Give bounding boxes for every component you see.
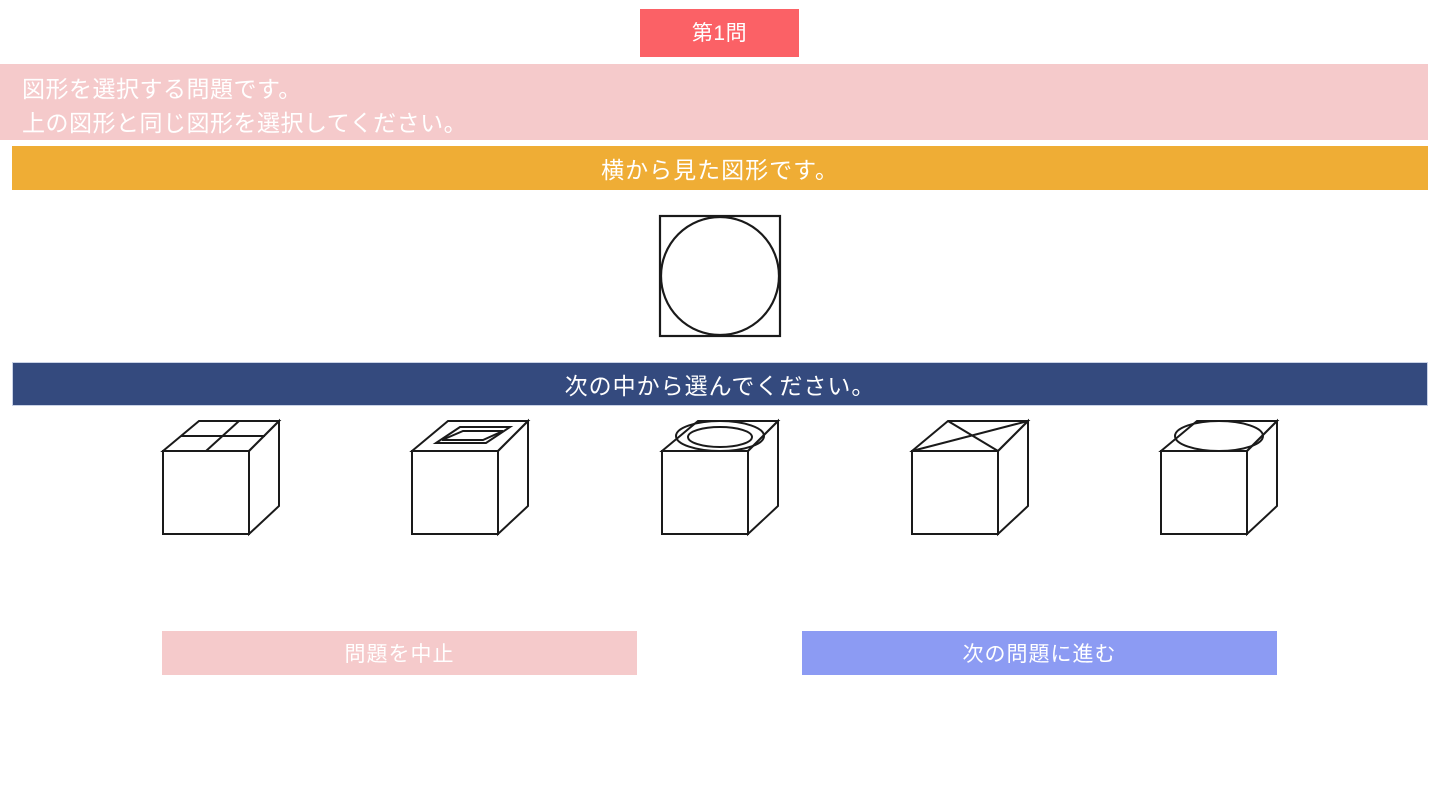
cube-top-cross-split-icon[interactable] (159, 415, 283, 539)
cube-top-diagonal-cross-icon[interactable] (908, 415, 1032, 539)
square-with-inscribed-circle-figure (658, 214, 782, 338)
cube-top-rectangle-inset-icon[interactable] (408, 415, 532, 539)
cube-front-face (411, 450, 500, 535)
cube-top-face (409, 420, 531, 452)
cube-front-face (161, 450, 250, 535)
choice-options-row (0, 415, 1440, 575)
inscribed-circle-shape (659, 215, 781, 337)
cube-top-ellipse-inner (686, 426, 753, 448)
cube-front-face (1160, 450, 1249, 535)
question-number-badge: 第1問 (640, 9, 799, 57)
choices-banner-label: 次の中から選んでください。 (564, 373, 876, 399)
cube-top-diagonal-2 (947, 420, 999, 452)
cube-right-face (746, 418, 779, 537)
choice-option-1[interactable] (136, 415, 306, 565)
cube-top-cross-vertical (205, 420, 240, 452)
cube-front-face (660, 450, 749, 535)
cube-top-rect-inner (441, 430, 504, 441)
action-button-row: 問題を中止 次の問題に進む (0, 631, 1440, 675)
instruction-line-2: 上の図形と同じ図形を選択してください。 (22, 110, 468, 136)
choice-option-4[interactable] (885, 415, 1055, 565)
instruction-banner: 図形を選択する問題です。 上の図形と同じ図形を選択してください。 (0, 64, 1428, 140)
cube-top-ellipse (1174, 420, 1265, 452)
choice-option-3[interactable] (635, 415, 805, 565)
choice-option-5[interactable] (1134, 415, 1304, 565)
cube-front-face (910, 450, 999, 535)
next-question-button[interactable]: 次の問題に進む (802, 631, 1277, 675)
instruction-line-1: 図形を選択する問題です。 (22, 76, 302, 102)
target-figure-banner: 横から見た図形です。 (12, 146, 1428, 190)
cube-right-face (497, 418, 530, 537)
cube-top-single-circle-icon[interactable] (1157, 415, 1281, 539)
question-number-label: 第1問 (691, 21, 748, 45)
cube-right-face (996, 418, 1029, 537)
cube-right-face (1246, 418, 1279, 537)
cube-right-face (247, 418, 280, 537)
cube-top-diagonal-1 (911, 420, 1028, 452)
target-figure-banner-label: 横から見た図形です。 (601, 157, 839, 183)
abort-question-label: 問題を中止 (344, 643, 455, 666)
choice-option-2[interactable] (385, 415, 555, 565)
choices-banner: 次の中から選んでください。 (12, 362, 1428, 406)
cube-top-circular-ring-icon[interactable] (658, 415, 782, 539)
cube-top-face (1158, 420, 1280, 452)
abort-question-button[interactable]: 問題を中止 (162, 631, 637, 675)
target-figure-stage (0, 196, 1440, 356)
next-question-label: 次の問題に進む (962, 643, 1117, 666)
cube-top-ellipse-outer (674, 420, 765, 452)
cube-top-rect-outer (433, 426, 514, 444)
